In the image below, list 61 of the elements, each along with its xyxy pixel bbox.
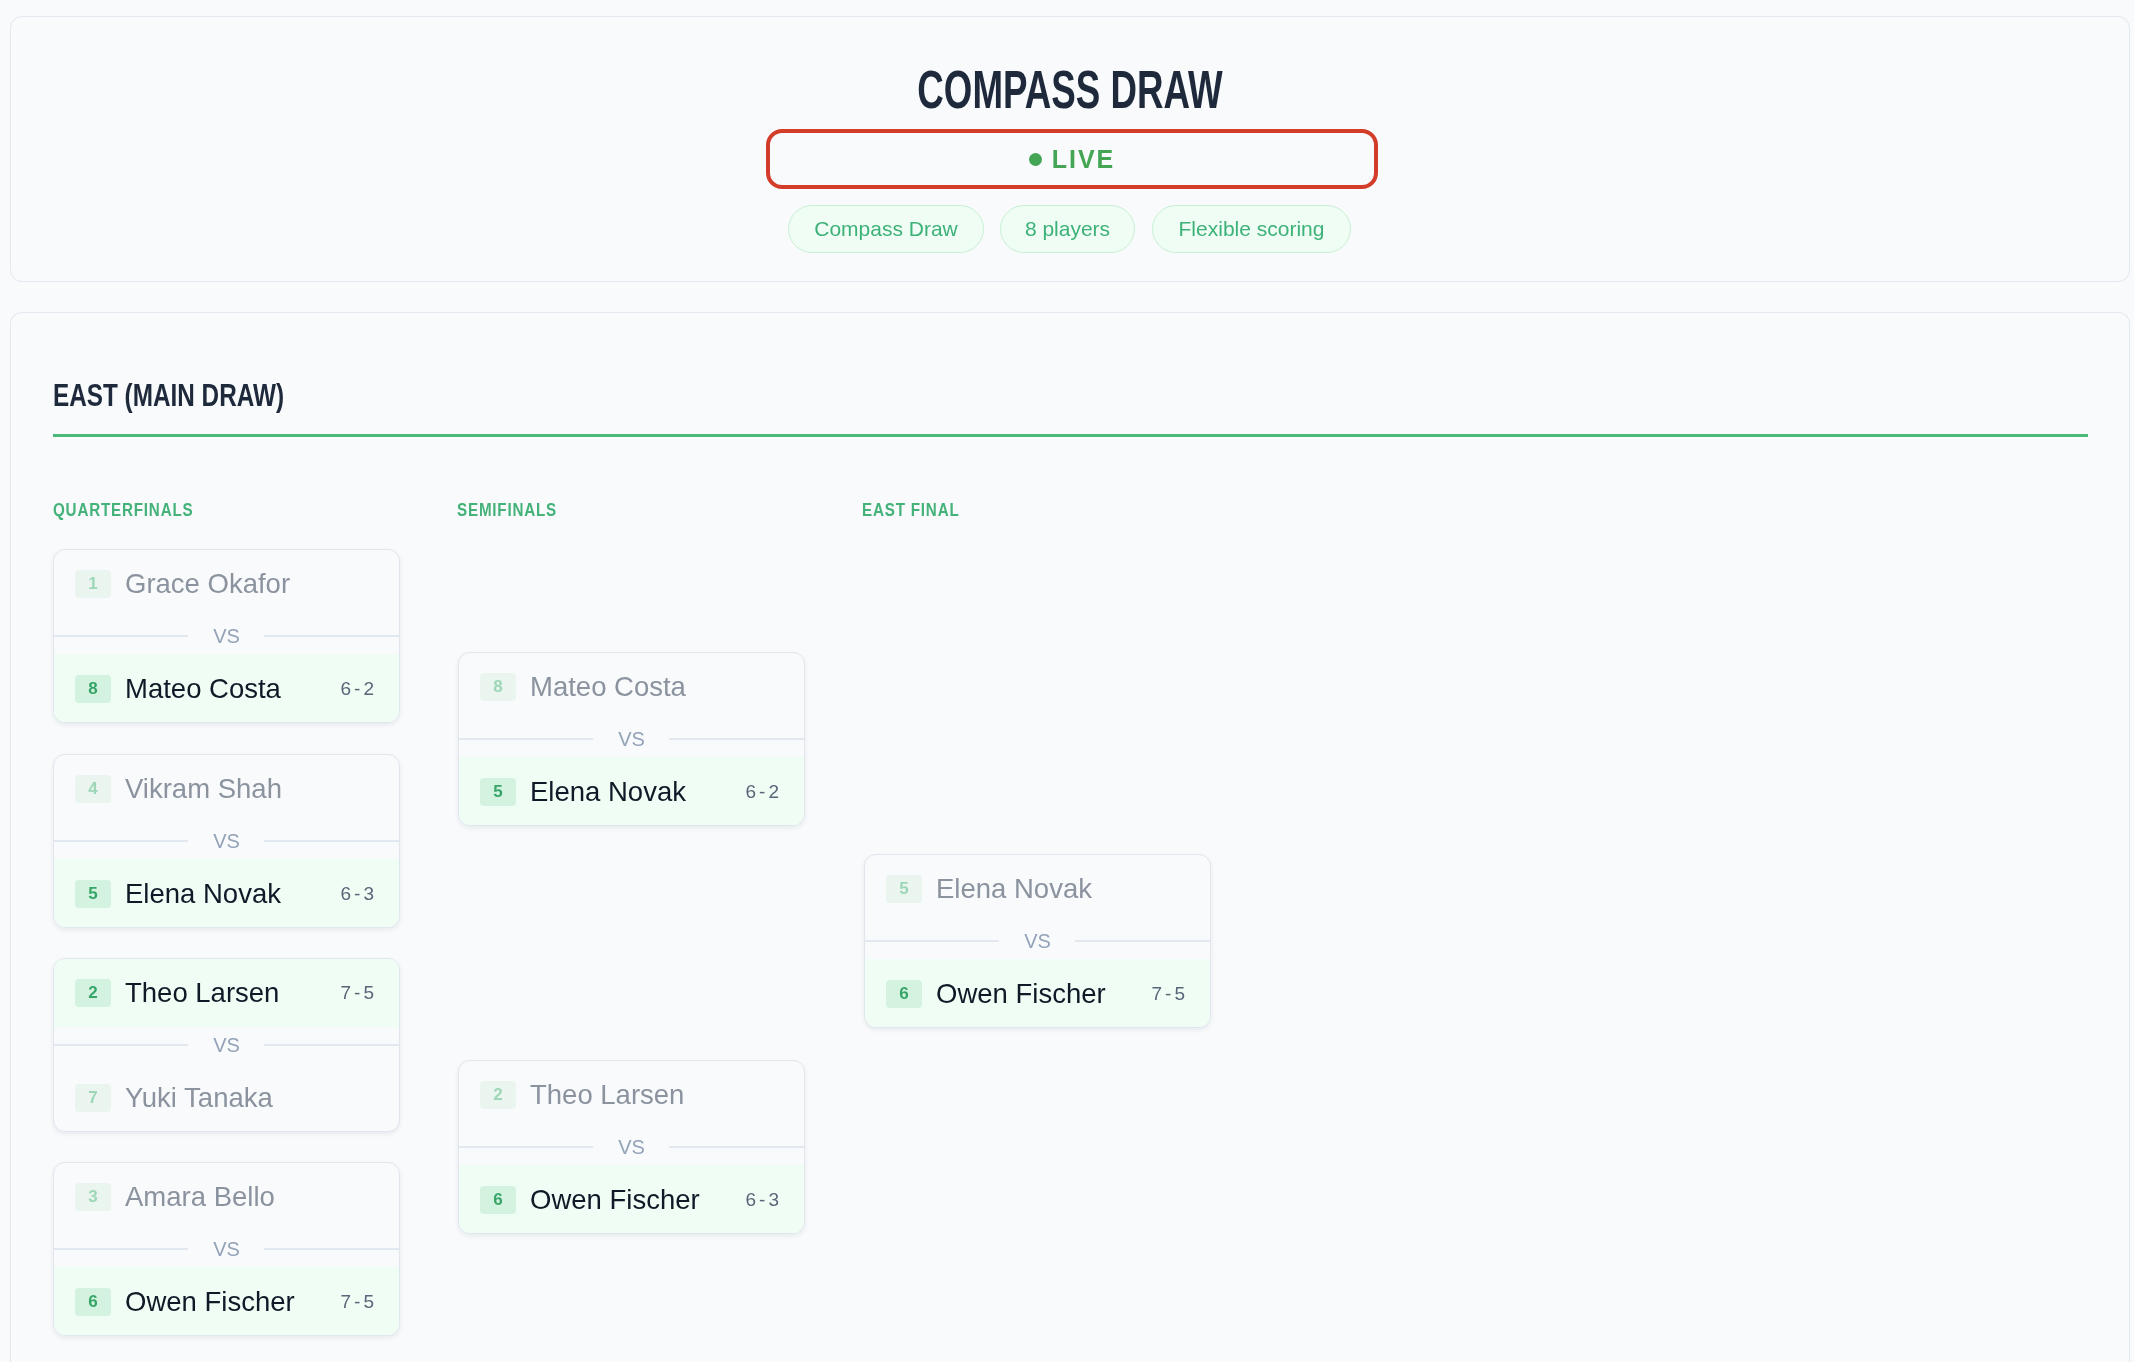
seed-badge: 8	[75, 675, 111, 703]
vs-label: VS	[618, 729, 645, 749]
player-name: Elena Novak	[936, 873, 1092, 905]
match-card	[53, 754, 400, 928]
player-name: Owen Fischer	[530, 1184, 700, 1216]
vs-label: VS	[213, 626, 240, 646]
player-name: Vikram Shah	[125, 773, 282, 805]
player-name: Theo Larsen	[530, 1079, 685, 1111]
player-name: Mateo Costa	[125, 673, 281, 705]
seed-badge: 6	[886, 980, 922, 1008]
tag-chip: Compass Draw	[788, 205, 984, 253]
seed-badge: 4	[75, 775, 111, 803]
seed-badge: 8	[480, 673, 516, 701]
section-heading: EAST (MAIN DRAW)	[53, 378, 284, 414]
match-card	[53, 1162, 400, 1336]
seed-badge: 5	[480, 778, 516, 806]
vs-label: VS	[618, 1137, 645, 1157]
page-title: COMPASS DRAW	[917, 60, 1223, 120]
seed-badge: 5	[75, 880, 111, 908]
match-card	[53, 958, 400, 1132]
vs-label: VS	[213, 1239, 240, 1259]
score: 6-3	[340, 883, 377, 905]
match-card	[53, 549, 400, 723]
vs-label: VS	[1024, 931, 1051, 951]
live-status-banner	[766, 129, 1378, 189]
player-name: Owen Fischer	[936, 978, 1106, 1010]
score: 6-2	[745, 781, 782, 803]
section-panel	[10, 312, 2130, 1362]
seed-badge: 6	[480, 1186, 516, 1214]
player-name: Mateo Costa	[530, 671, 686, 703]
seed-badge: 3	[75, 1183, 111, 1211]
match-card	[458, 652, 805, 826]
match-card	[458, 1060, 805, 1234]
tag-chip: 8 players	[1000, 205, 1135, 253]
player-name: Theo Larsen	[125, 977, 280, 1009]
score: 7-5	[1151, 983, 1188, 1005]
score: 7-5	[340, 982, 377, 1004]
round-label: SEMIFINALS	[457, 499, 558, 521]
player-name: Elena Novak	[125, 878, 281, 910]
seed-badge: 6	[75, 1288, 111, 1316]
score: 6-3	[745, 1189, 782, 1211]
header-panel	[10, 16, 2130, 282]
status-label: LIVE	[1051, 146, 1116, 172]
player-name: Owen Fischer	[125, 1286, 295, 1318]
tag-chip: Flexible scoring	[1152, 205, 1351, 253]
round-label: EAST FINAL	[862, 499, 960, 521]
vs-label: VS	[213, 831, 240, 851]
score: 6-2	[340, 678, 377, 700]
seed-badge: 2	[480, 1081, 516, 1109]
match-card	[864, 854, 1211, 1028]
seed-badge: 5	[886, 875, 922, 903]
seed-badge: 7	[75, 1084, 111, 1112]
round-label: QUARTERFINALS	[53, 499, 194, 521]
player-name: Amara Bello	[125, 1181, 275, 1213]
vs-label: VS	[213, 1035, 240, 1055]
player-name: Elena Novak	[530, 776, 686, 808]
player-name: Yuki Tanaka	[125, 1082, 273, 1114]
seed-badge: 2	[75, 979, 111, 1007]
seed-badge: 1	[75, 570, 111, 598]
score: 7-5	[340, 1291, 377, 1313]
player-name: Grace Okafor	[125, 568, 291, 600]
